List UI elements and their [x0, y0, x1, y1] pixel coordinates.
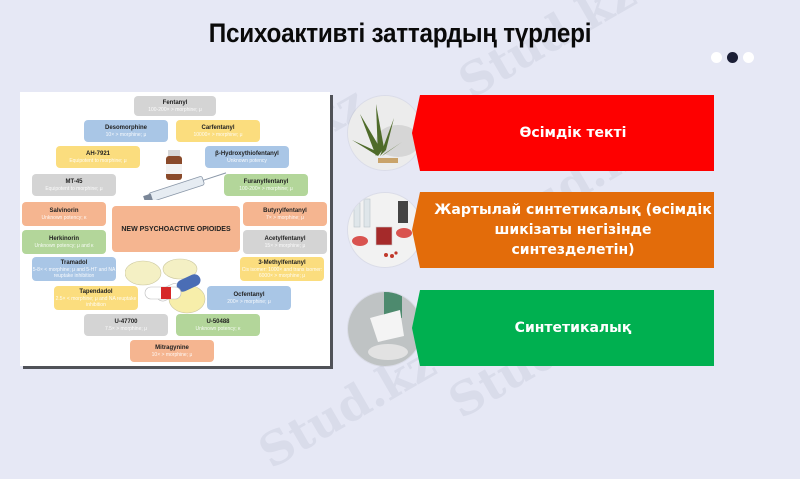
cannabis-leaf-image: [348, 96, 422, 170]
category-label: Жартылай синтетикалық (өсімдік шикізаты …: [412, 192, 714, 268]
syringe-icon: [143, 150, 227, 200]
pagination-dot[interactable]: [743, 52, 754, 63]
pills-icon: [125, 258, 206, 314]
category-label: Синтетикалық: [412, 290, 714, 366]
category-card-semisynthetic: Жартылай синтетикалық (өсімдік шикізаты …: [412, 192, 714, 268]
category-label: Өсімдік текті: [412, 95, 714, 171]
category-card-plant: Өсімдік текті: [412, 95, 714, 171]
info-center-box: NEW PSYCHOACTIVE OPIOIDES: [112, 206, 240, 252]
white-powder-image: [348, 292, 422, 366]
watermark: Stud.kz: [449, 0, 645, 109]
laboratory-glassware-image: [348, 193, 422, 267]
pagination-dots: [711, 52, 754, 63]
category-card-synthetic: Синтетикалық: [412, 290, 714, 366]
page-title: Психоактивті заттардың түрлері: [208, 18, 592, 48]
pagination-dot[interactable]: [711, 52, 722, 63]
pagination-dot-active[interactable]: [727, 52, 738, 63]
